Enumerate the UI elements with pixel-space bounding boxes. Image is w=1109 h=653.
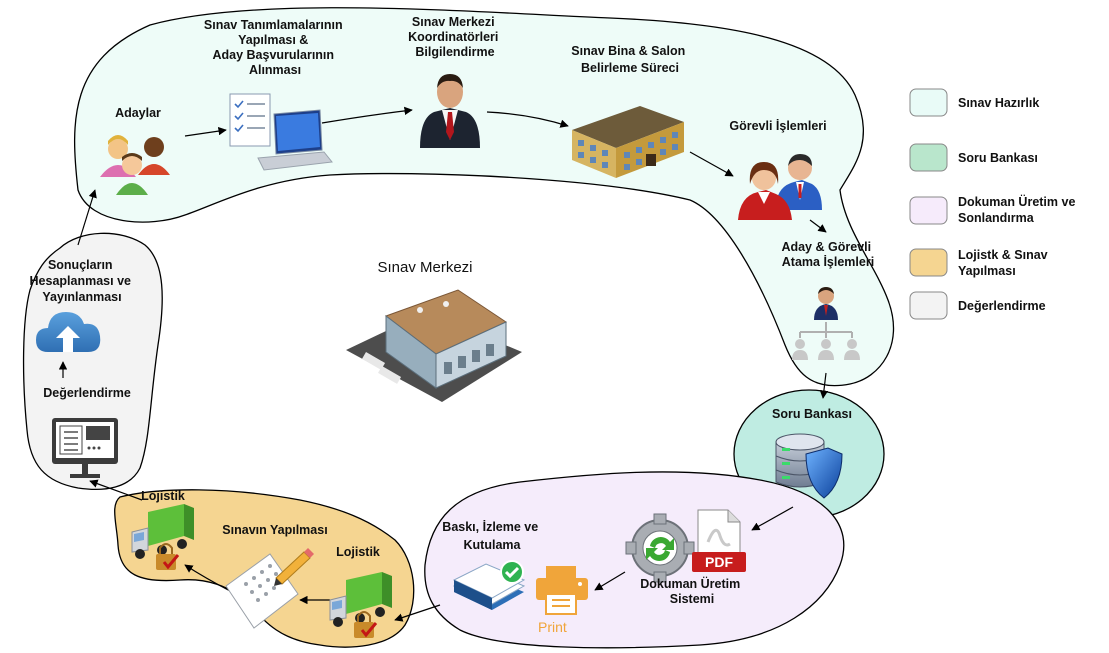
label-sinav-yapilmasi: Sınavın Yapılması	[222, 523, 327, 537]
region-sinav-hazirlik	[74, 7, 894, 387]
legend-swatch-lojistik	[909, 248, 948, 277]
label-koordinator: Sınav Merkezi Koordinatörleri Bilgilendi…	[408, 15, 502, 59]
coordinator-businessman-icon	[420, 74, 480, 148]
label-tanimlama: Sınav Tanımlamalarının Yapılması & Aday …	[204, 18, 346, 77]
staff-pair-icon	[738, 154, 822, 220]
truck-lock-icon-left	[131, 504, 194, 570]
label-lojistik-left: Lojistik	[141, 489, 185, 503]
label-bina: Sınav Bina & Salon Belirleme Süreci	[571, 44, 688, 75]
legend-swatch-dokuman	[909, 196, 948, 225]
org-chart-icon	[792, 287, 860, 360]
label-degerlendirme: Değerlendirme	[43, 386, 131, 400]
label-sonuclar: Sonuçların Hesaplanması ve Yayınlanması	[30, 258, 135, 304]
label-sinav-merkezi: Sınav Merkezi	[377, 259, 472, 276]
flow-arrows	[58, 106, 829, 622]
laptop-checklist-icon	[229, 93, 333, 171]
monitor-form-icon	[52, 418, 118, 478]
pdf-label: PDF	[705, 554, 733, 570]
truck-lock-icon-right	[329, 572, 392, 638]
gear-refresh-icon	[625, 513, 695, 583]
database-shield-icon	[775, 433, 843, 499]
label-soru-bankasi: Soru Bankası	[772, 407, 852, 421]
candidates-group-icon	[100, 135, 170, 195]
legend-swatch-degerlendirme	[909, 291, 948, 320]
pdf-document-icon: PDF	[692, 509, 746, 572]
label-dokuman: Dokuman Üretim Sistemi	[640, 576, 744, 606]
label-lojistik-right: Lojistik	[336, 545, 380, 559]
label-gorevli: Görevli İşlemleri	[729, 118, 826, 133]
label-baski: Baskı, İzleme ve Kutulama	[442, 519, 541, 552]
legend-label-lojistik: Lojistk & Sınav Yapılması	[958, 248, 1051, 278]
legend-label-sinav-hazirlik: Sınav Hazırlık	[958, 96, 1039, 110]
legend-swatch-sinav-hazirlik	[909, 88, 948, 117]
paper-stack-check-icon	[452, 560, 526, 610]
exam-sheet-pencil-icon	[225, 548, 314, 629]
legend-label-dokuman: Dokuman Üretim ve Sonlandırma	[958, 194, 1079, 225]
label-atama: Aday & Görevli Atama İşlemleri	[781, 240, 874, 269]
exam-center-warehouse-icon	[346, 289, 522, 402]
legend-label-degerlendirme: Değerlendirme	[958, 299, 1046, 313]
node-labels: Adaylar Sınav Tanımlamalarının Yapılması…	[30, 15, 875, 606]
legend: Sınav Hazırlık Soru Bankası Dokuman Üret…	[909, 88, 1079, 320]
legend-swatch-soru-bankasi	[909, 143, 948, 172]
label-adaylar: Adaylar	[115, 106, 161, 120]
printer-icon: Print	[536, 566, 588, 635]
school-building-icon	[572, 106, 684, 178]
cloud-upload-icon	[36, 312, 101, 352]
print-label: Print	[538, 619, 567, 635]
legend-label-soru-bankasi: Soru Bankası	[958, 151, 1038, 165]
